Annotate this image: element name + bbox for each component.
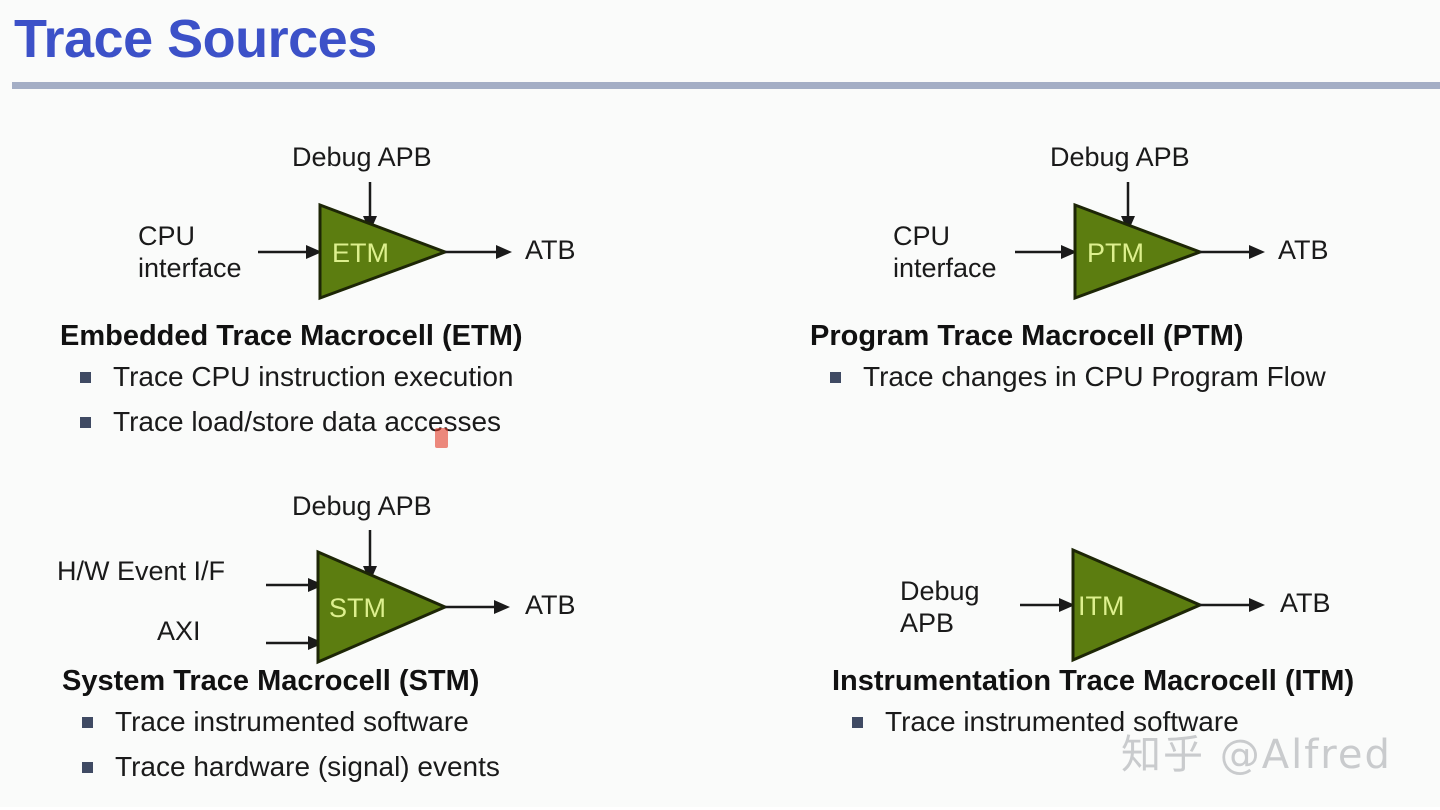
arrow-debug-apb-itm	[1020, 598, 1075, 612]
macrocell-triangle-etm	[318, 202, 450, 301]
bullet-square-icon	[80, 417, 91, 428]
page-title: Trace Sources	[14, 9, 377, 69]
diagram-stm: STM Debug APB H/W Event I/F AXI ATB	[40, 480, 680, 665]
bullet-label: Trace instrumented software	[885, 706, 1239, 737]
diagram-ptm: PTM Debug APB CPU interface ATB	[810, 120, 1430, 320]
macrocell-triangle-itm	[1071, 547, 1204, 663]
label-debug-apb-stm: Debug APB	[292, 491, 432, 521]
macrocell-label-etm: ETM	[332, 238, 389, 268]
arrow-cpu-interface-ptm	[1015, 245, 1077, 259]
bullet-label: Trace CPU instruction execution	[113, 361, 514, 392]
arrow-atb-ptm	[1200, 245, 1265, 259]
arrow-atb-etm	[445, 245, 512, 259]
bullet-list-ptm: Trace changes in CPU Program Flow	[810, 359, 1430, 394]
arrow-hw-event-if-stm	[266, 578, 324, 592]
diagram-itm: ITM Debug APB ATB	[810, 480, 1440, 665]
label-cpu-interface-ptm: CPU interface	[893, 221, 997, 283]
list-item: Trace CPU instruction execution	[60, 359, 680, 394]
bullet-label: Trace hardware (signal) events	[115, 751, 500, 782]
arrow-axi-stm	[266, 636, 324, 650]
label-atb-ptm: ATB	[1278, 235, 1329, 265]
block-etm: ETM Debug APB CPU interface ATB Embedded…	[60, 120, 680, 470]
label-axi-stm: AXI	[157, 616, 201, 646]
label-atb-etm: ATB	[525, 235, 576, 265]
label-atb-stm: ATB	[525, 590, 576, 620]
diagram-etm: ETM Debug APB CPU interface ATB	[60, 120, 680, 320]
list-item: Trace hardware (signal) events	[62, 749, 680, 784]
heading-etm: Embedded Trace Macrocell (ETM)	[60, 320, 523, 352]
bullet-square-icon	[80, 372, 91, 383]
heading-ptm: Program Trace Macrocell (PTM)	[810, 320, 1244, 352]
bullet-label: Trace changes in CPU Program Flow	[863, 361, 1326, 392]
bullet-list-itm: Trace instrumented software	[832, 704, 1440, 739]
label-atb-itm: ATB	[1280, 588, 1331, 618]
block-ptm: PTM Debug APB CPU interface ATB Program …	[810, 120, 1430, 470]
label-debug-apb-ptm: Debug APB	[1050, 142, 1190, 172]
label-debug-apb-etm: Debug APB	[292, 142, 432, 172]
heading-itm: Instrumentation Trace Macrocell (ITM)	[832, 665, 1355, 697]
list-item: Trace instrumented software	[832, 704, 1440, 739]
arrow-atb-stm	[445, 600, 510, 614]
bullet-square-icon	[82, 717, 93, 728]
block-itm: ITM Debug APB ATB Instrumentation Trace …	[810, 480, 1440, 810]
block-stm: STM Debug APB H/W Event I/F AXI ATB Syst…	[40, 480, 680, 810]
bullet-square-icon	[830, 372, 841, 383]
list-item: Trace instrumented software	[62, 704, 680, 739]
macrocell-triangle-ptm	[1073, 202, 1205, 301]
bullet-square-icon	[852, 717, 863, 728]
arrow-atb-itm	[1200, 598, 1265, 612]
arrow-cpu-interface-etm	[258, 245, 322, 259]
macrocell-label-itm: ITM	[1078, 591, 1125, 621]
heading-stm: System Trace Macrocell (STM)	[62, 665, 480, 697]
bullet-square-icon	[82, 762, 93, 773]
bullet-label: Trace instrumented software	[115, 706, 469, 737]
label-debug-apb-itm: Debug APB	[900, 576, 980, 639]
bullet-list-etm: Trace CPU instruction execution Trace lo…	[60, 359, 680, 439]
label-cpu-interface-etm: CPU interface	[138, 221, 242, 283]
macrocell-label-ptm: PTM	[1087, 238, 1144, 268]
title-divider	[12, 82, 1440, 89]
macrocell-label-stm: STM	[329, 593, 386, 623]
bullet-list-stm: Trace instrumented software Trace hardwa…	[62, 704, 680, 784]
label-hw-event-if-stm: H/W Event I/F	[57, 556, 226, 586]
list-item: Trace load/store data accesses	[60, 404, 680, 439]
macrocell-triangle-stm	[316, 549, 449, 665]
bullet-label: Trace load/store data accesses	[113, 406, 502, 437]
list-item: Trace changes in CPU Program Flow	[810, 359, 1430, 394]
